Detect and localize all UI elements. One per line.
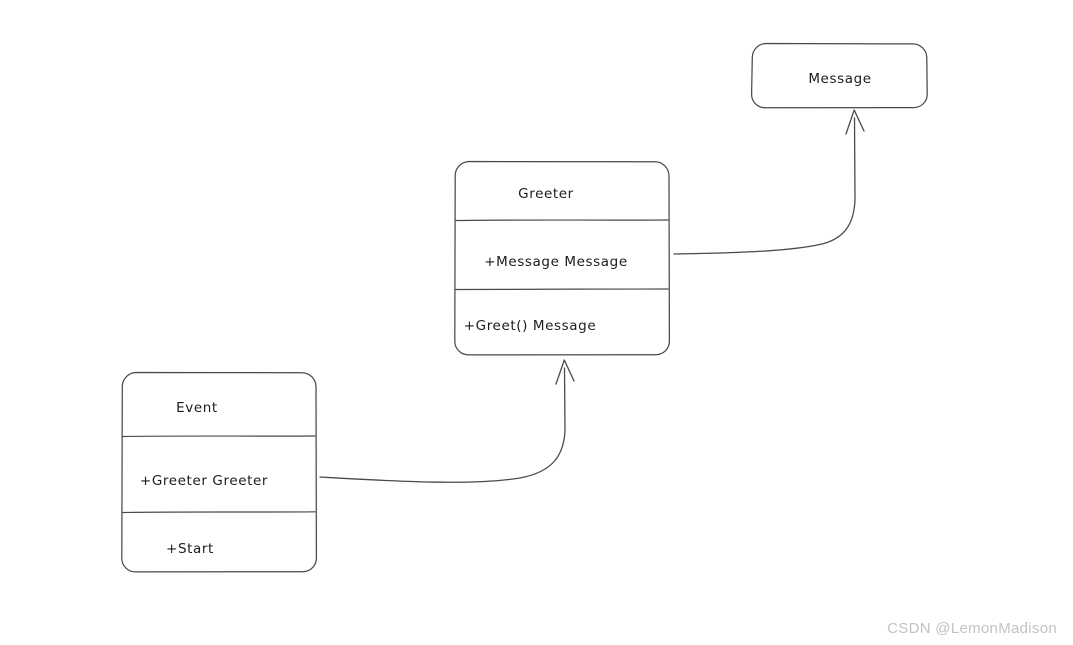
- connector-greeter-to-message-line: [673, 117, 856, 255]
- connector-event-to-greeter[interactable]: [319, 359, 575, 483]
- greeter-method-label-1: +Greet() Message: [464, 318, 597, 334]
- connector-event-to-greeter-line: [319, 367, 566, 483]
- connector-greeter-to-message[interactable]: [673, 109, 865, 255]
- greeter-attribute-label-1: +Message Message: [484, 254, 628, 270]
- watermark: CSDN @LemonMadison: [887, 620, 1057, 637]
- event-divider-1: [122, 435, 316, 438]
- greeter-title-label: Greeter: [518, 186, 574, 202]
- greeter-divider-1: [455, 219, 669, 222]
- uml-class-message[interactable]: Message: [750, 42, 928, 109]
- message-title-label: Message: [808, 71, 871, 87]
- connector-greeter-to-message-arrowhead: [845, 109, 865, 135]
- event-attribute-label-1: +Greeter Greeter: [140, 473, 268, 489]
- message-box-outline: [750, 42, 928, 109]
- uml-class-event[interactable]: Event +Greeter Greeter +Start: [121, 371, 318, 573]
- uml-class-greeter[interactable]: Greeter +Message Message +Greet() Messag…: [454, 160, 671, 356]
- greeter-box-outline: [454, 160, 671, 356]
- event-method-label-1: +Start: [166, 541, 214, 557]
- event-box-outline: [121, 371, 318, 573]
- connector-event-to-greeter-arrowhead: [555, 359, 575, 385]
- event-title-label: Event: [176, 400, 218, 416]
- greeter-divider-2: [455, 288, 669, 291]
- event-divider-2: [122, 511, 316, 514]
